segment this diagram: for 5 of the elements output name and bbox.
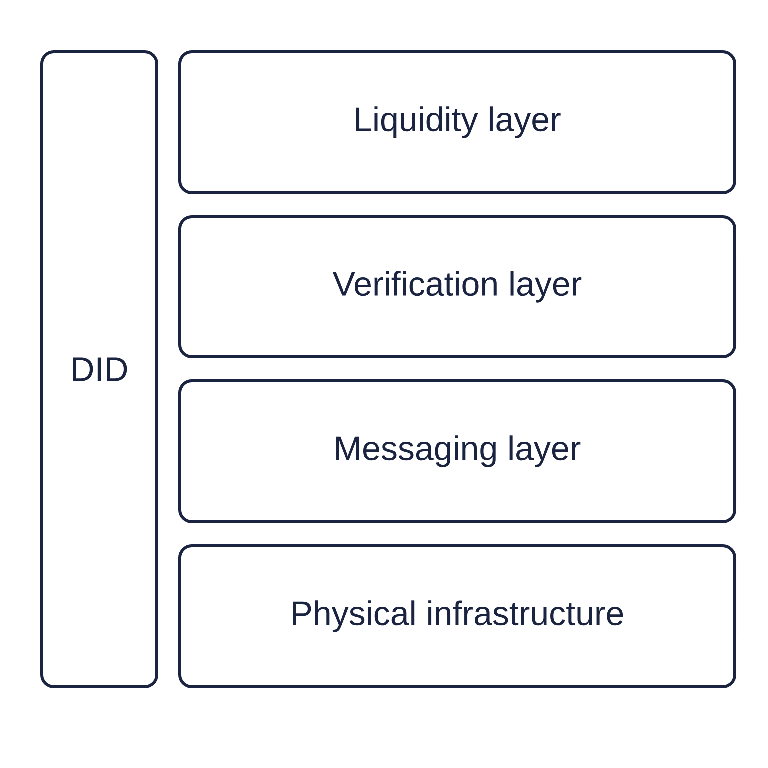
- vertical-box: DID: [40, 50, 158, 688]
- layer-box: Liquidity layer: [178, 50, 736, 194]
- layer-box: Verification layer: [178, 216, 736, 358]
- layer-box: Physical infrastructure: [178, 544, 736, 688]
- layer-box: Messaging layer: [178, 380, 736, 524]
